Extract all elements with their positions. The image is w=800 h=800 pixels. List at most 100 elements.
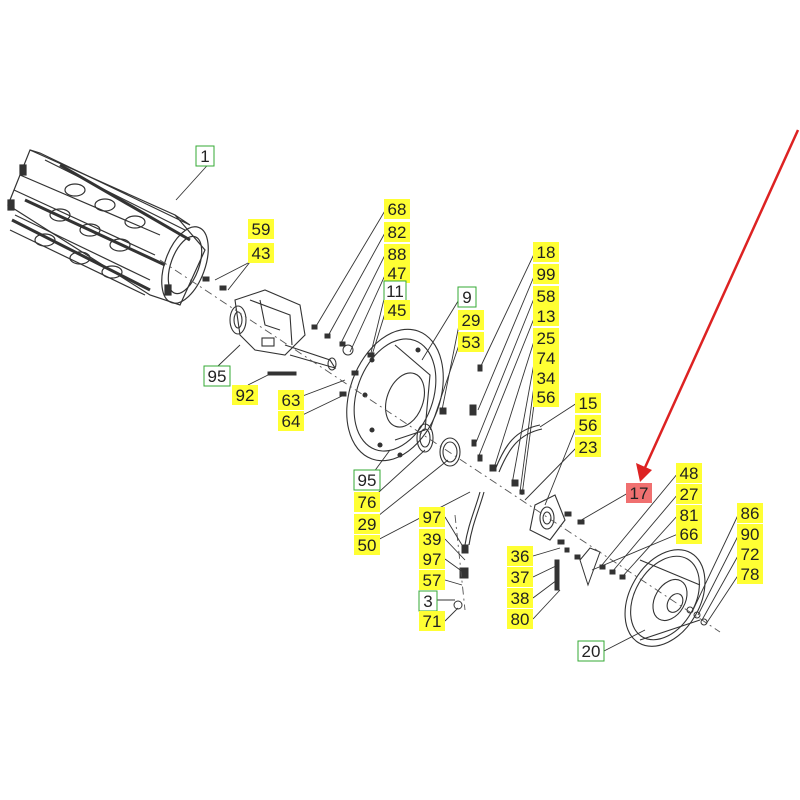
callout-25: 25: [533, 328, 559, 348]
bearing-housing: [529, 494, 566, 541]
leader-line: [532, 547, 561, 557]
fittings: [202, 276, 708, 626]
callout-number: 74: [537, 349, 556, 368]
callout-box: [278, 390, 304, 410]
leader-line: [444, 558, 464, 573]
callout-number: 45: [388, 301, 407, 320]
leader-line: [511, 357, 536, 485]
callout-number: 99: [537, 265, 556, 284]
callout-box: [676, 524, 702, 544]
callout-66: 66: [676, 524, 702, 544]
callout-80: 80: [507, 609, 533, 629]
callout-number: 63: [282, 391, 301, 410]
callout-53: 53: [458, 332, 484, 352]
callout-box: [353, 469, 381, 491]
callout-number: 17: [630, 484, 649, 503]
callout-box: [533, 368, 559, 388]
leader-line: [227, 261, 251, 291]
leader-line: [701, 553, 740, 621]
callout-number: 95: [358, 471, 377, 490]
callout-78: 78: [737, 564, 763, 584]
callout-number: 66: [680, 525, 699, 544]
callout-box: [419, 570, 445, 590]
callout-number: 88: [388, 245, 407, 264]
callout-number: 15: [579, 394, 598, 413]
callout-88: 88: [384, 244, 410, 264]
callout-number: 78: [741, 565, 760, 584]
callout-box: [533, 306, 559, 326]
callout-number: 29: [358, 515, 377, 534]
callout-box: [354, 514, 380, 534]
assembly-axis: [159, 259, 721, 633]
leader-line: [369, 290, 387, 358]
callout-37: 37: [507, 567, 533, 587]
callout-box: [507, 588, 533, 608]
callout-box: [384, 263, 410, 283]
callout-box: [419, 529, 445, 549]
callout-box: [575, 393, 601, 413]
callout-68: 68: [384, 199, 410, 219]
callout-box: [577, 640, 605, 662]
leader-line: [532, 579, 558, 599]
callout-box: [676, 505, 702, 525]
callout-number: 59: [252, 220, 271, 239]
callout-39: 39: [419, 529, 445, 549]
callout-82: 82: [384, 222, 410, 242]
leader-line: [444, 538, 466, 561]
leader-line: [367, 459, 449, 525]
callout-27: 27: [676, 484, 702, 504]
callout-box: [533, 286, 559, 306]
leader-line: [477, 315, 536, 459]
callout-number: 47: [388, 264, 407, 283]
callout-box: [737, 524, 763, 544]
callout-box: [737, 503, 763, 523]
callout-number: 92: [236, 386, 255, 405]
callout-number: 86: [741, 504, 760, 523]
leader-line: [421, 297, 461, 361]
callout-15: 15: [575, 393, 601, 413]
callout-box: [533, 328, 559, 348]
callout-50: 50: [354, 535, 380, 555]
callout-box: [507, 546, 533, 566]
leader-line: [611, 493, 679, 573]
callout-box: [354, 535, 380, 555]
callout-number: 72: [741, 545, 760, 564]
leader-line: [349, 272, 387, 353]
callout-number: 57: [423, 571, 442, 590]
callout-box: [354, 492, 380, 512]
callout-box: [575, 437, 601, 457]
callout-95: 95: [203, 365, 231, 387]
callout-92: 92: [232, 385, 258, 405]
callout-number: 34: [537, 369, 556, 388]
callout-56: 56: [575, 415, 601, 435]
callout-box: [533, 348, 559, 368]
callout-number: 11: [386, 282, 404, 301]
callout-box: [232, 385, 258, 405]
callout-number: 48: [680, 464, 699, 483]
leader-line: [247, 372, 273, 386]
callout-box: [507, 609, 533, 629]
leader-line: [577, 492, 629, 523]
callout-3: 3: [418, 590, 438, 612]
callout-72: 72: [737, 544, 763, 564]
callout-number: 58: [537, 287, 556, 306]
callout-63: 63: [278, 390, 304, 410]
leader-line: [217, 344, 241, 367]
hub-plate: [346, 328, 444, 462]
callout-74: 74: [533, 348, 559, 368]
callout-number: 20: [582, 642, 601, 661]
callout-box: [737, 564, 763, 584]
callout-box: [203, 365, 231, 387]
leader-line: [429, 341, 461, 431]
callout-number: 23: [579, 438, 598, 457]
callout-number: 76: [358, 493, 377, 512]
callout-box: [384, 199, 410, 219]
callout-box: [737, 544, 763, 564]
callout-number: 50: [358, 536, 377, 555]
callout-13: 13: [533, 306, 559, 326]
callout-number: 38: [511, 589, 530, 608]
callout-number: 53: [462, 333, 481, 352]
callout-number: 71: [423, 612, 442, 631]
callout-box: [458, 332, 484, 352]
